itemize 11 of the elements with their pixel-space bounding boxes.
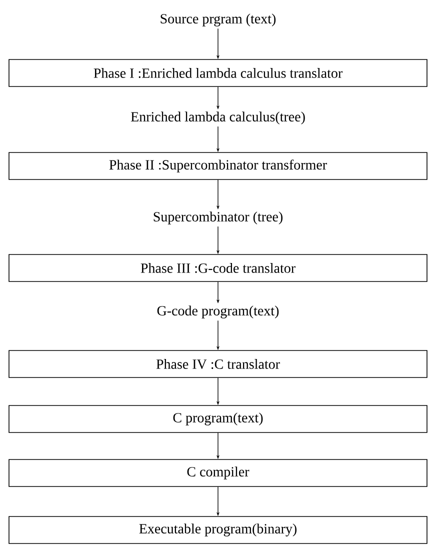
data-label: Source prgram (text) (160, 14, 276, 26)
data-label: G-code program(text) (157, 306, 279, 318)
process-box: Phase II :Supercombinator transformer (8, 152, 428, 180)
process-box: Phase I :Enriched lambda calculus translator (8, 59, 428, 87)
process-box: C compiler (8, 459, 428, 487)
process-box: Phase IV :C translator (8, 350, 428, 378)
process-box: Executable program(binary) (8, 516, 428, 544)
data-label: Enriched lambda calculus(tree) (130, 112, 305, 124)
process-box: C program(text) (8, 405, 428, 433)
data-label: Supercombinator (tree) (154, 212, 282, 224)
process-box: Phase III :G-code translator (8, 254, 428, 282)
